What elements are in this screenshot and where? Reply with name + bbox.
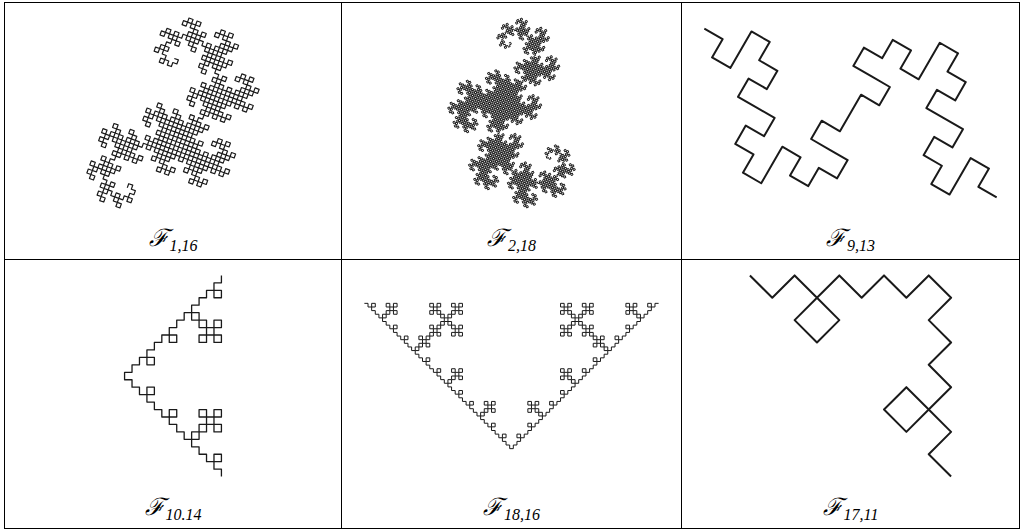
- fractal-index: 10.14: [166, 506, 202, 523]
- fractal-index: 9,13: [847, 237, 875, 254]
- fractal-symbol: ℱ: [823, 493, 843, 521]
- fractal-curve: [125, 275, 222, 476]
- fractal-symbol: ℱ: [149, 224, 169, 252]
- figure-caption: ℱ9,13: [682, 220, 1019, 255]
- fractal-index: 17,11: [844, 506, 879, 523]
- figure-caption: ℱ17,11: [682, 489, 1019, 524]
- table-cell: ℱ9,13: [681, 2, 1020, 260]
- fractal-curve: [364, 303, 658, 448]
- fractal-index: 1,16: [170, 237, 198, 254]
- figure-caption: ℱ18,16: [342, 489, 681, 524]
- table-cell: ℱ17,11: [681, 259, 1020, 529]
- fractal-symbol: ℱ: [826, 224, 846, 252]
- table-cell: ℱ10.14: [4, 259, 342, 529]
- fractal-symbol: ℱ: [487, 224, 507, 252]
- fractal-curve: [87, 18, 259, 208]
- fractal-curve: [750, 275, 951, 476]
- fractal-index: 18,16: [504, 506, 540, 523]
- table-cell: ℱ1,16: [4, 2, 342, 260]
- figure-caption: ℱ1,16: [5, 220, 341, 255]
- table-cell: ℱ18,16: [341, 259, 682, 529]
- fractal-symbol: ℱ: [145, 493, 165, 521]
- fractal-index: 2,18: [508, 237, 536, 254]
- figure-caption: ℱ10.14: [5, 489, 341, 524]
- figure-caption: ℱ2,18: [342, 220, 681, 255]
- fractal-symbol: ℱ: [483, 493, 503, 521]
- fractal-curve: [448, 18, 576, 208]
- fractal-curve: [704, 29, 996, 198]
- table-cell: ℱ2,18: [341, 2, 682, 260]
